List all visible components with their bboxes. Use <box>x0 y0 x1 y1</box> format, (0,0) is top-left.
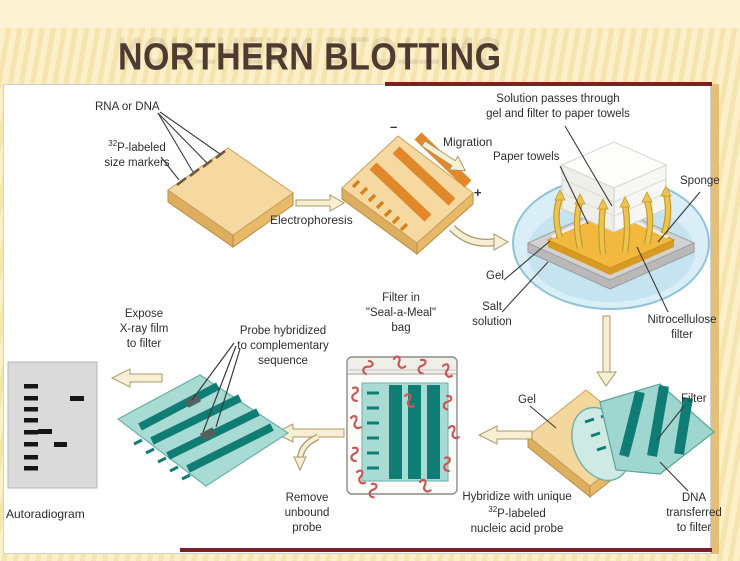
seal-a-meal-bag <box>346 355 460 499</box>
superscript-32: 32 <box>108 139 118 148</box>
filter-peel-label: Filter <box>681 393 707 405</box>
probe-squiggles-icon <box>349 355 460 499</box>
gel-filter-peel <box>527 383 715 499</box>
blotting-dish <box>512 141 710 310</box>
superscript-32: 32 <box>488 504 498 514</box>
bag-seal-icon <box>348 358 456 373</box>
bag-marker-ladder-icon <box>367 391 379 470</box>
bound-probe-spots-icon <box>184 394 217 441</box>
bag-filter-bands-icon <box>389 385 440 479</box>
gel-peel-label: Gel <box>518 394 536 406</box>
salt-solution-label: Salt solution <box>472 301 512 328</box>
migration-arrow-icon <box>421 140 467 172</box>
electrophoresis-label: Electrophoresis <box>270 213 353 227</box>
hybridize-label: Hybridize with unique 32P-labeled nuclei… <box>462 491 572 535</box>
electrophoresis-arrow-icon <box>295 194 346 212</box>
probe-hybridized-label: Probe hybridized to complementary sequen… <box>237 325 329 367</box>
hybridized-marker-ladder-icon <box>133 438 191 481</box>
probe-fan-lines <box>191 342 241 433</box>
sponge-label: Sponge <box>680 175 720 187</box>
expose-xray-label: Expose X-ray film to filter <box>119 308 169 350</box>
solution-passes-label: Solution passes through gel and filter t… <box>486 93 630 120</box>
peel-to-bag-arrow-icon <box>477 425 533 445</box>
page-title: NORTHERN BLOTTING <box>118 36 502 79</box>
rna-leader-lines <box>157 111 221 181</box>
bag-to-filter-arrow-icon <box>273 423 345 472</box>
dna-transferred-label: DNA transferred to filter <box>666 492 722 534</box>
migration-label: Migration <box>443 135 493 149</box>
size-markers-label: 32P-labeled size markers <box>104 139 170 169</box>
nitrocellulose-filter-label: Nitrocellulose filter <box>647 314 717 341</box>
size-marker-bands-icon <box>351 179 409 232</box>
gel-to-blot-arrow-icon <box>449 225 510 251</box>
maroon-bottom-rule <box>180 548 712 552</box>
gel-dish-label: Gel <box>486 270 504 282</box>
remove-unbound-probe-label: Remove unbound probe <box>284 492 330 534</box>
paper-towels-label: Paper towels <box>493 151 560 163</box>
sample-wells-icon <box>176 149 226 187</box>
transferred-bands-icon <box>619 385 693 458</box>
down-arrow-icon <box>596 315 617 387</box>
peel-leader-lines <box>529 405 689 492</box>
anode-plus-sign: + <box>474 185 482 200</box>
expose-arrow-icon <box>110 368 163 388</box>
rna-or-dna-label: RNA or DNA <box>95 101 160 113</box>
top-margin <box>0 0 740 28</box>
dish-leader-lines <box>501 125 701 313</box>
autoradiogram-film <box>7 361 98 489</box>
cathode-minus-sign: – <box>390 119 398 134</box>
maroon-top-rule <box>385 82 712 86</box>
electrophoresed-gel-slab <box>341 132 474 256</box>
seal-a-meal-bag-label: Filter in "Seal-a-Meal" bag <box>365 292 437 334</box>
autoradiogram-label: Autoradiogram <box>6 507 85 521</box>
sample-gel-slab <box>167 147 294 248</box>
panel-right-edge <box>711 84 719 554</box>
film-bands-icon <box>24 384 84 471</box>
